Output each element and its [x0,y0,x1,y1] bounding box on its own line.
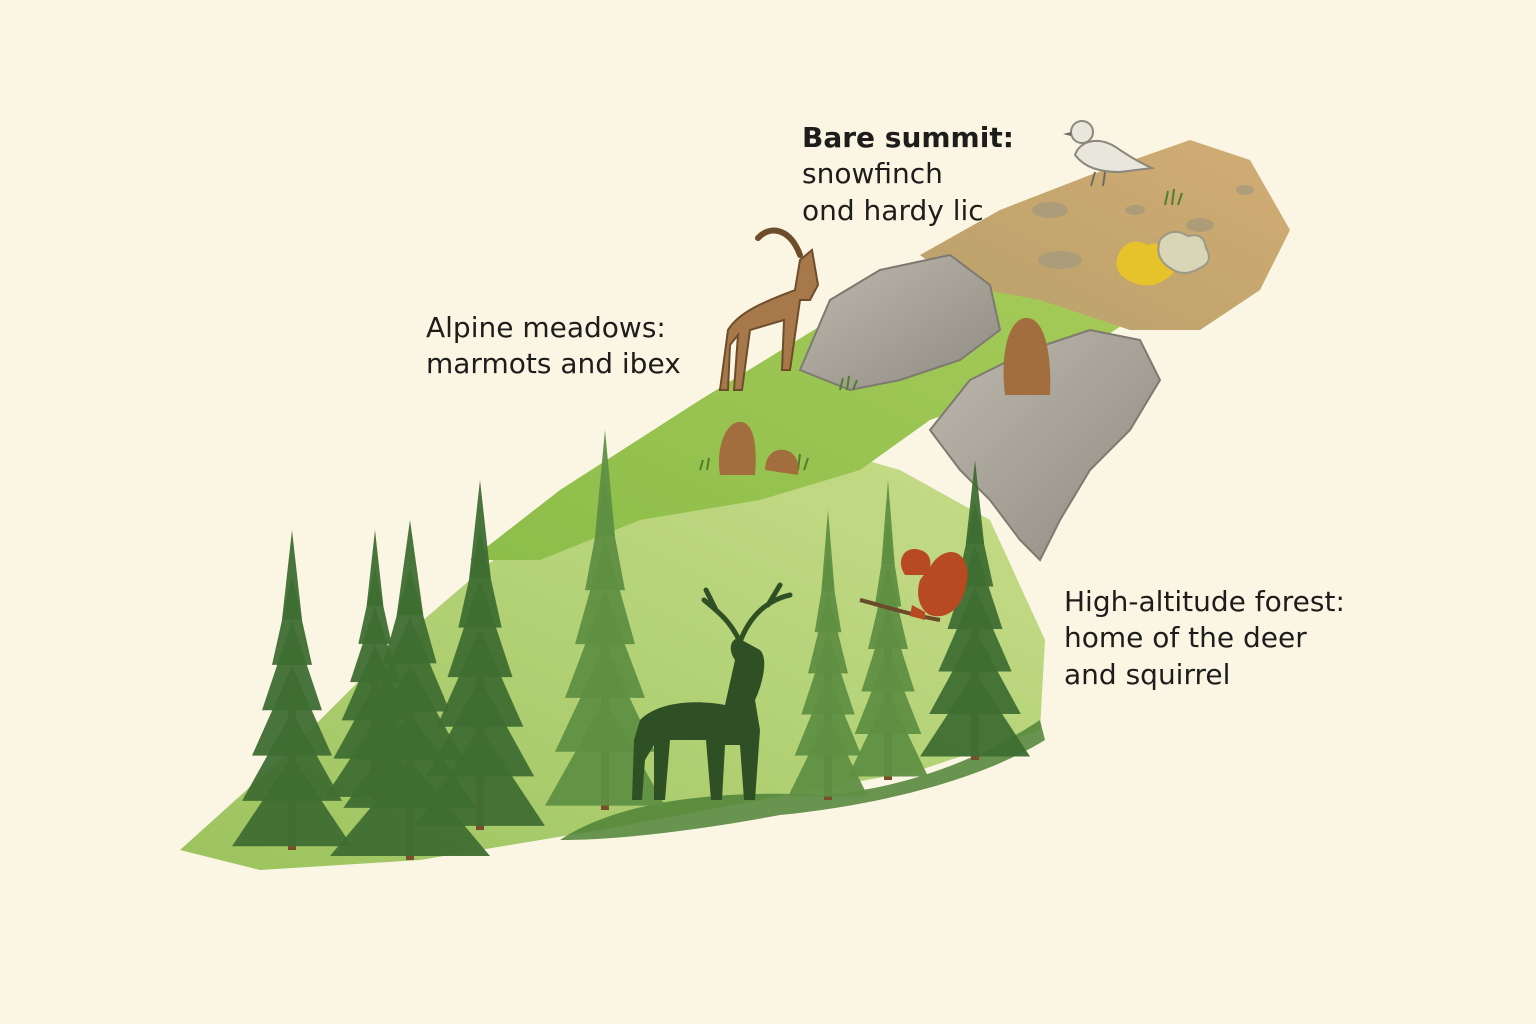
forest-label: High-altitude forest: home of the deer a… [1064,584,1345,693]
forest-heading: High-altitude forest: [1064,585,1345,618]
marmot-pair [718,421,799,475]
squirrel [859,549,968,622]
conifer-tree [415,480,545,830]
summit-line-2-clip: ond hardy lic [802,193,988,229]
meadow-heading: Alpine meadows: [426,311,666,344]
conifer-tree [848,480,928,780]
snowfinch-bird [1063,120,1156,187]
summit-line-1: snowfinch [802,157,943,191]
forest-floor [560,720,1045,840]
conifer-tree [920,460,1030,760]
conifer-tree [788,510,868,800]
upper-rock [798,253,1002,392]
summit-heading: Bare summit: [802,121,1014,154]
marmot-on-rock [1003,317,1051,395]
ibex [718,227,820,391]
forest-line-1: home of the deer [1064,621,1307,655]
lichen-patches [1116,230,1210,286]
conifer-trees [232,430,1030,860]
summit-label: Bare summit: snowfinch ond hardy lic [802,120,1014,229]
meadow-label: Alpine meadows: marmots and ibex [426,310,681,383]
conifer-tree [232,530,352,850]
summit-line-2: ond hardy lic [802,193,984,227]
summit-soil [920,140,1290,330]
meadow-line-1: marmots and ibex [426,347,681,381]
deer-silhouette [632,582,793,800]
forest-line-2: and squirrel [1064,657,1231,691]
conifer-tree [330,520,490,860]
summit-stones [1032,185,1254,269]
